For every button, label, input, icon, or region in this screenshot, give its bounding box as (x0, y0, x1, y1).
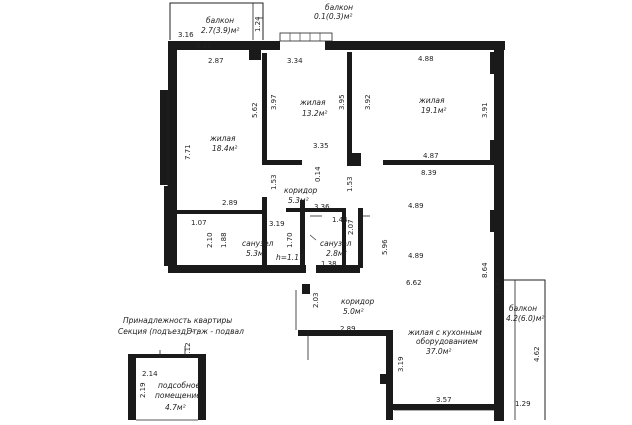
dim-label: 6.62 (406, 279, 422, 287)
dim-label: 3.34 (287, 57, 303, 65)
dim-label: 4.89 (408, 252, 424, 260)
dim-label: 2.89 (222, 199, 238, 207)
dim-label: 0.42 (494, 277, 502, 293)
dim-label: 3.35 (313, 142, 329, 150)
corridor-lower-name: коридор (341, 297, 375, 306)
dim-label: 2.07 (347, 219, 355, 235)
dim-label: 7.71 (184, 144, 192, 160)
dim-label: 2.10 (206, 232, 214, 248)
kitchen-living-line1: жилая с кухонным (407, 328, 482, 337)
room-right-area: 19.1м² (421, 106, 446, 115)
corridor-upper-area: 5.3м² (288, 196, 309, 205)
dim-label: 5.96 (381, 239, 389, 255)
apartment-info: Принадлежность квартиры Секция (подъезд)… (118, 316, 244, 336)
info-line2: Секция (подъезд) - ; (118, 327, 199, 336)
dim-label: 1.38 (321, 260, 337, 268)
dim-label: 1.53 (346, 176, 354, 192)
dim-label: 0.12 (184, 342, 192, 358)
room-center-area: 13.2м² (302, 109, 327, 118)
balcony-right-outline (503, 279, 546, 420)
room-center-name: жилая (299, 98, 326, 107)
info-line3: Этаж - подвал (186, 327, 244, 336)
dim-label: 1.29 (515, 400, 531, 408)
balcony-top-left-name: балкон (206, 16, 234, 25)
balcony-top-center-outline (279, 32, 333, 42)
dim-label: 2.03 (312, 292, 320, 308)
room-left-area: 18.4м² (212, 144, 237, 153)
dim-label: 2.19 (139, 382, 147, 398)
dim-label: 3.19 (269, 220, 285, 228)
dimension-labels: 3.16 0.42 1.24 2.87 3.34 4.88 5.62 3.97 … (139, 16, 541, 408)
utility-area: 4.7м² (165, 403, 186, 412)
dim-label: 3.57 (436, 396, 452, 404)
dim-label: 1.44 (332, 216, 348, 224)
dim-label: 2.87 (208, 57, 224, 65)
dim-label: 3.95 (338, 94, 346, 110)
corridor-upper-name: коридор (284, 186, 318, 195)
dim-label: 2.14 (142, 370, 158, 378)
dim-label: 4.62 (533, 346, 541, 362)
balcony-top-left-outline (169, 2, 264, 40)
dim-label: 0.14 (314, 166, 322, 182)
corridor-lower-area: 5.0м² (343, 307, 364, 316)
dim-label: 4.89 (408, 202, 424, 210)
balcony-right-area: 4.2(6.0)м² (506, 314, 544, 323)
utility-room-outline (128, 346, 206, 421)
dim-label: 8.39 (421, 169, 437, 177)
dim-label: 3.16 (178, 31, 194, 39)
room-left-name: жилая (209, 134, 236, 143)
dim-label: 0.42 (196, 42, 212, 50)
bath-left-area: 5.3м² (246, 249, 267, 258)
info-line1: Принадлежность квартиры (123, 316, 232, 325)
bath-right-name: санузел (320, 239, 352, 248)
dim-label: 1.88 (220, 232, 228, 248)
dim-label: 8.64 (481, 262, 489, 278)
dim-label: 4.87 (423, 152, 439, 160)
thin-lines (167, 90, 494, 411)
balcony-top-center-area: 0.1(0.3)м² (314, 12, 352, 21)
bath-left-name: санузел (242, 239, 274, 248)
dim-label: 3.19 (397, 356, 405, 372)
dim-label: 1.53 (270, 174, 278, 190)
balcony-top-center-name: балкон (325, 3, 353, 12)
utility-line1: подсобное (158, 381, 201, 390)
dim-label: 3.91 (481, 102, 489, 118)
dim-label: 1.07 (191, 219, 207, 227)
room-right-name: жилая (418, 96, 445, 105)
balcony-right-name: балкон (509, 304, 537, 313)
kitchen-living-area: 37.0м² (426, 347, 451, 356)
dim-label: 1.24 (254, 16, 262, 32)
dim-label: 3.36 (314, 203, 330, 211)
walls (160, 41, 505, 421)
dim-label: 1.70 (286, 232, 294, 248)
bath-right-area: 2.8м² (326, 249, 347, 258)
balcony-top-left-area: 2.7(3.9)м² (201, 26, 239, 35)
ceiling-height-label: h=1.17 (276, 253, 304, 262)
dim-label: 4.88 (418, 55, 434, 63)
room-labels: балкон 2.7(3.9)м² балкон 0.1(0.3)м² жила… (155, 3, 544, 412)
kitchen-living-line2: оборудованием (416, 337, 478, 346)
dim-label: 3.97 (270, 94, 278, 110)
dim-label: 5.62 (251, 102, 259, 118)
dim-label: 2.89 (340, 325, 356, 333)
dim-label: 3.92 (364, 94, 372, 110)
utility-line2: помещение (155, 391, 201, 400)
